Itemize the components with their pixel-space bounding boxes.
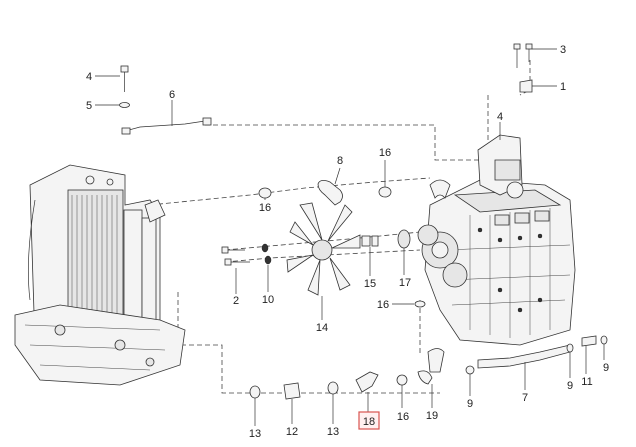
fan-14 [286,202,361,320]
callout-17: 17 [399,277,411,289]
callout-7: 7 [522,392,528,404]
callout-2: 2 [233,295,239,307]
radiator-assembly [14,164,186,386]
callout-19: 19 [426,410,438,422]
callout-16-d: 16 [397,411,409,423]
callout-labels: 1 2 3 4 4 5 6 7 8 9 9 9 10 11 12 13 13 1… [86,44,609,440]
fan-spacer-pulley [361,229,411,276]
bolts-top-right [513,43,557,93]
callout-16-c: 16 [377,299,389,311]
callout-3: 3 [560,44,566,56]
callout-5: 5 [86,100,92,112]
callout-9-b: 9 [567,380,573,392]
callout-12: 12 [286,426,298,438]
callout-14: 14 [316,322,328,334]
callout-6: 6 [169,89,175,101]
sensor-harness [95,65,212,135]
engine-block [417,134,576,346]
callout-9-a: 9 [467,398,473,410]
upper-hose [317,167,343,206]
callout-1: 1 [560,81,566,93]
callout-15: 15 [364,278,376,290]
coolant-pipe-assembly [465,335,608,396]
callout-16-b: 16 [259,202,271,214]
callout-13-b: 13 [327,426,339,438]
callout-4-right: 4 [497,111,503,123]
callout-8: 8 [337,155,343,167]
callout-18: 18 [363,416,375,428]
fan-bolts [221,243,272,294]
highlight-box-18 [358,411,380,430]
callout-9-c: 9 [603,362,609,374]
callout-13-a: 13 [249,428,261,440]
callout-11: 11 [581,376,592,388]
callout-4-left: 4 [86,71,92,83]
callout-16-a: 16 [379,147,391,159]
callout-10: 10 [262,294,274,306]
lower-hose-parts [249,348,445,426]
clamps-16 [258,160,426,408]
